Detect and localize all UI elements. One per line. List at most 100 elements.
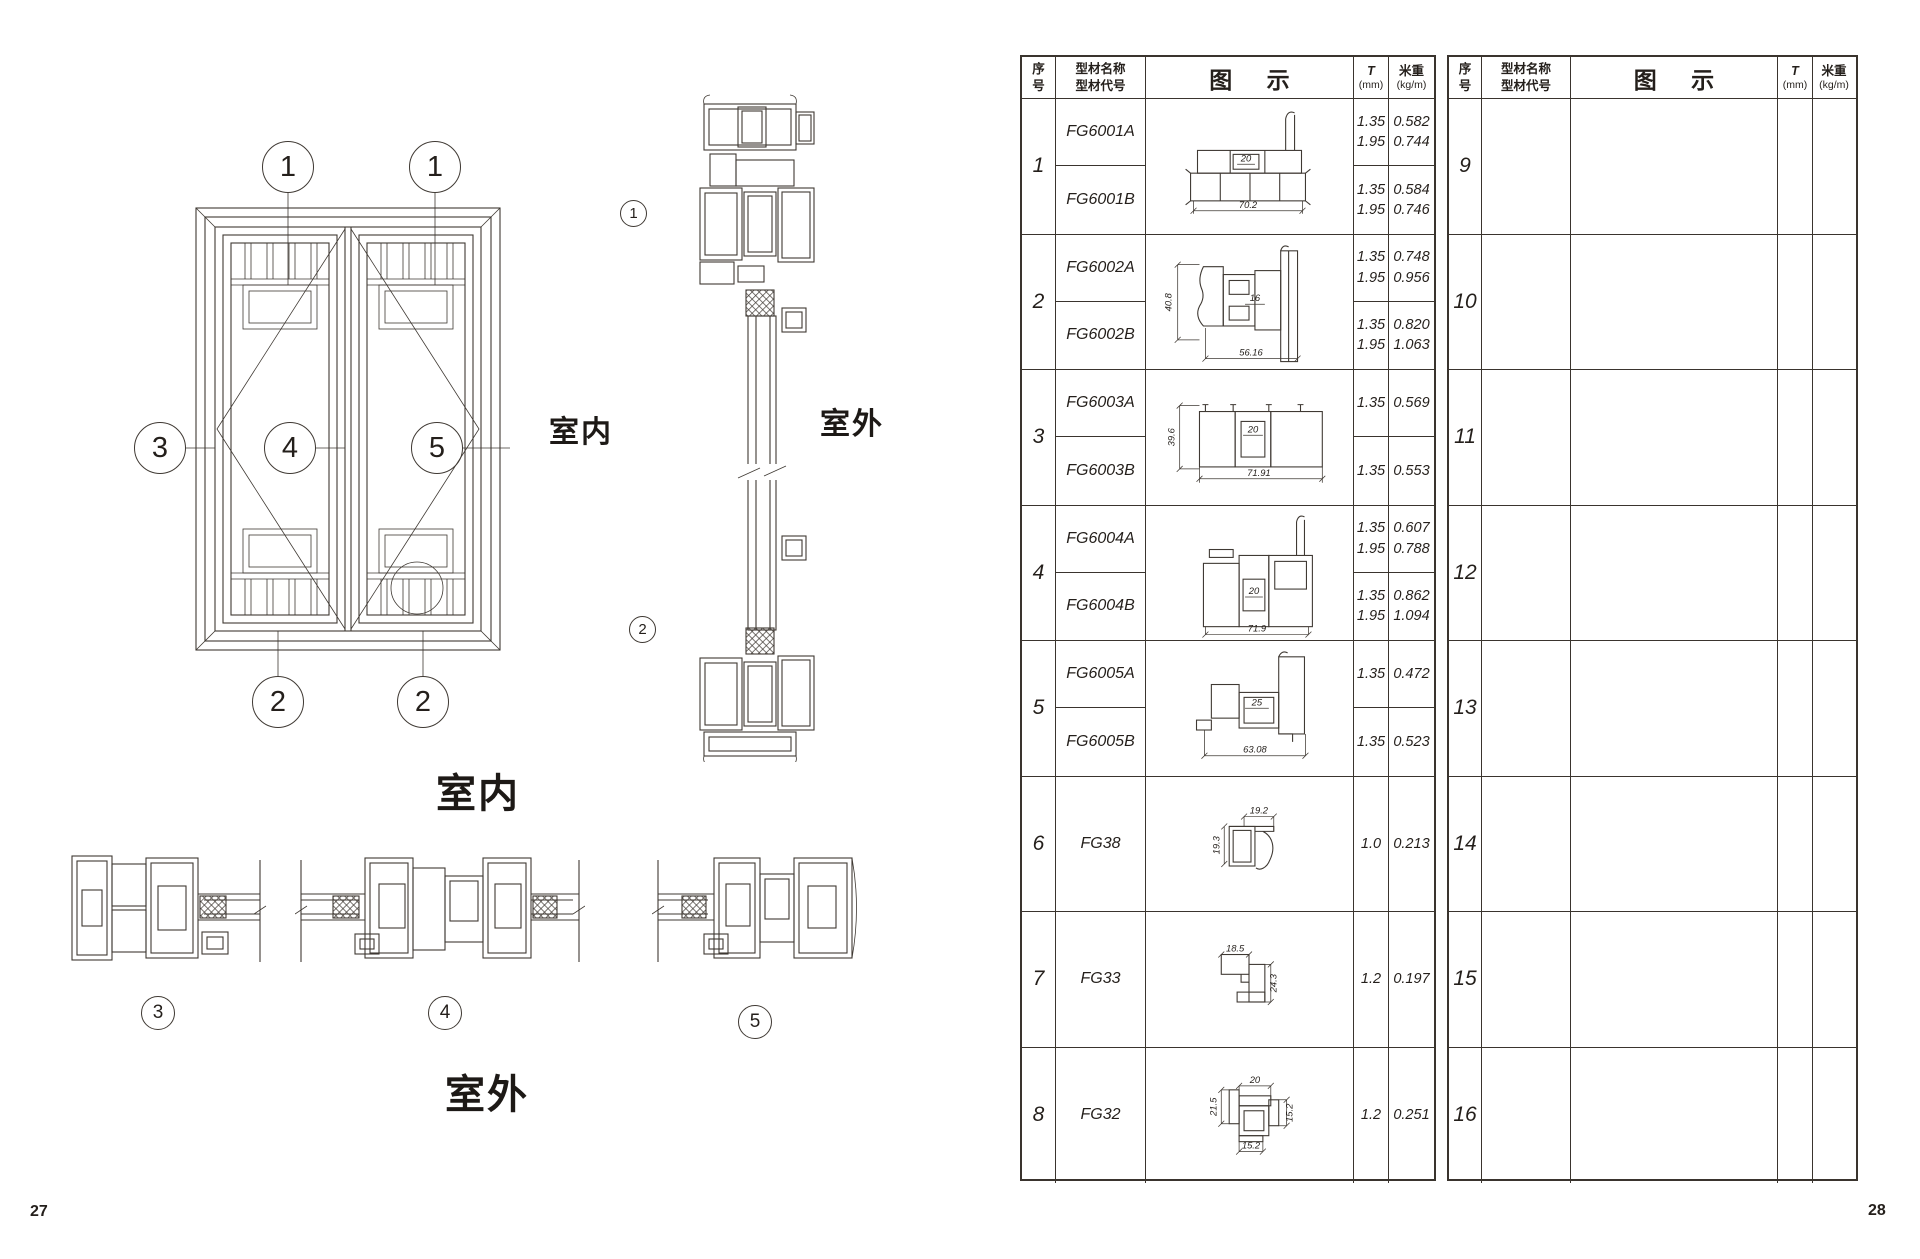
callout-number: 3 (152, 1002, 164, 1023)
bottom-callout-3: 3 (141, 996, 175, 1030)
table-row: 4 FG6004A FG6004B 20 71.9 1.35 1.95 1.35… (1022, 505, 1434, 641)
profile-illustration: 20 71.9 (1146, 506, 1353, 641)
row-no: 2 (1032, 289, 1045, 313)
profile-table-left: 序 号 型材名称 型材代号 图 示 T(mm) 米重(kg/m) 1 FG600… (1020, 55, 1436, 1184)
profile-illustration: 25 63.08 (1146, 641, 1353, 776)
profile-code: FG38 (1080, 834, 1121, 852)
svg-text:16: 16 (1250, 292, 1261, 303)
svg-text:20: 20 (1247, 423, 1259, 434)
label-outdoor-mid: 室外 (820, 408, 884, 441)
header-seq: 序 号 (1458, 62, 1472, 93)
elevation-callout-3: 3 (134, 422, 186, 474)
row-no: 13 (1453, 696, 1477, 720)
svg-text:20: 20 (1240, 152, 1252, 163)
page-number-left: 27 (30, 1203, 48, 1220)
thickness-value: 1.2 (1360, 1107, 1382, 1124)
svg-text:21.5: 21.5 (1207, 1096, 1218, 1116)
row-no: 7 (1032, 967, 1045, 991)
profile-code: FG6003A (1066, 394, 1135, 412)
table-row: 6 FG38 19.2 19.3 1.0 0.213 (1022, 776, 1434, 912)
profile-illustration: 20 21.5 15.2 15.2 (1146, 1048, 1353, 1184)
header-weight: 米重(kg/m) (1819, 64, 1849, 91)
row-no: 5 (1032, 696, 1045, 720)
svg-text:20: 20 (1249, 1073, 1261, 1084)
header-illustration: 图 示 (1633, 66, 1729, 93)
profile-code: FG6004B (1066, 597, 1135, 615)
svg-text:39.6: 39.6 (1166, 427, 1177, 446)
page-number-right: 28 (1868, 1202, 1886, 1219)
profile-code: FG6003B (1066, 461, 1135, 479)
svg-text:24.3: 24.3 (1268, 973, 1279, 993)
table-row: 10 (1449, 234, 1856, 370)
header-name: 型材名称 型材代号 (1075, 62, 1126, 93)
svg-text:71.9: 71.9 (1248, 622, 1267, 633)
table-row: 1 FG6001A FG6001B 20 70.2 1.35 1.95 1.35… (1022, 99, 1434, 235)
profile-illustration: 20 70.2 (1146, 99, 1353, 234)
label-indoor-mid: 室内 (549, 416, 613, 449)
callout-number: 5 (749, 1011, 761, 1032)
thickness-value: 1.35 1.95 (1356, 181, 1386, 218)
profile-illustration: 39.6 20 71.91 (1146, 370, 1353, 505)
bottom-callout-5: 5 (738, 1005, 772, 1039)
table-row: 15 (1449, 912, 1856, 1048)
profile-code: FG6001A (1066, 123, 1135, 141)
table-row: 11 (1449, 370, 1856, 506)
bottom-callout-4: 4 (428, 996, 462, 1030)
weight-value: 0.582 0.744 (1393, 113, 1430, 151)
profile-code: FG6005B (1066, 732, 1135, 750)
callout-number: 4 (439, 1002, 451, 1023)
row-no: 14 (1453, 831, 1477, 855)
header-illustration: 图 示 (1209, 66, 1304, 93)
table-row: 13 (1449, 641, 1856, 777)
weight-value: 0.472 (1393, 665, 1430, 682)
section-callout-2: 2 (629, 616, 656, 643)
row-no: 4 (1032, 560, 1045, 584)
elevation-callout-1-right: 1 (409, 141, 461, 193)
elevation-callout-2-left: 2 (252, 676, 304, 728)
header-name: 型材名称 型材代号 (1500, 62, 1551, 93)
thickness-value: 1.35 (1356, 462, 1386, 479)
table-row: 16 (1449, 1047, 1856, 1183)
svg-text:71.91: 71.91 (1247, 467, 1271, 478)
row-no: 8 (1032, 1103, 1045, 1127)
profile-code: FG6002A (1066, 258, 1135, 276)
weight-value: 0.213 (1393, 835, 1430, 852)
svg-text:15.2: 15.2 (1242, 1139, 1261, 1150)
weight-value: 0.523 (1393, 733, 1430, 750)
thickness-value: 1.35 1.95 (1356, 588, 1386, 625)
weight-value: 0.820 1.063 (1393, 317, 1430, 354)
section-callout-1: 1 (620, 200, 647, 227)
profile-code: FG6001B (1066, 190, 1135, 208)
weight-value: 0.569 (1393, 394, 1430, 411)
svg-text:70.2: 70.2 (1239, 199, 1258, 210)
svg-text:25: 25 (1251, 696, 1263, 707)
weight-value: 0.553 (1393, 462, 1430, 479)
thickness-value: 1.35 (1356, 665, 1386, 682)
table-row: 2 FG6002A FG6002B 40.8 16 56.16 1.35 1 (1022, 234, 1434, 370)
callout-number: 3 (151, 431, 169, 464)
row-no: 16 (1453, 1103, 1477, 1127)
profile-illustration: 19.2 19.3 (1146, 777, 1353, 912)
header-thickness: T(mm) (1782, 64, 1808, 91)
row-no: 15 (1453, 967, 1477, 991)
row-no: 9 (1459, 154, 1471, 178)
profile-illustration: 40.8 16 56.16 (1146, 235, 1353, 370)
callout-number: 1 (426, 150, 444, 183)
callout-number: 4 (281, 431, 299, 464)
table-row: 8 FG32 20 21.5 15.2 15.2 1.2 0.251 (1022, 1047, 1434, 1184)
weight-value: 0.584 0.746 (1393, 181, 1430, 218)
svg-text:15.2: 15.2 (1284, 1102, 1295, 1121)
svg-text:18.5: 18.5 (1226, 943, 1245, 954)
profile-code: FG6004A (1066, 529, 1135, 547)
profile-table-right: 序 号 型材名称 型材代号 图 示 T(mm) 米重(kg/m) 9 10 11… (1447, 55, 1858, 1183)
label-indoor-big: 室内 (436, 772, 520, 816)
elevation-callout-5: 5 (411, 422, 463, 474)
elevation-callout-2-right: 2 (397, 676, 449, 728)
table-row: 3 FG6003A FG6003B 39.6 20 71.91 1.35 1.3… (1022, 370, 1434, 506)
elevation-callout-4: 4 (264, 422, 316, 474)
svg-text:56.16: 56.16 (1239, 346, 1263, 357)
row-no: 12 (1453, 560, 1477, 584)
row-no: 10 (1453, 289, 1477, 313)
svg-text:19.3: 19.3 (1210, 835, 1221, 854)
thickness-value: 1.35 1.95 (1356, 249, 1386, 286)
